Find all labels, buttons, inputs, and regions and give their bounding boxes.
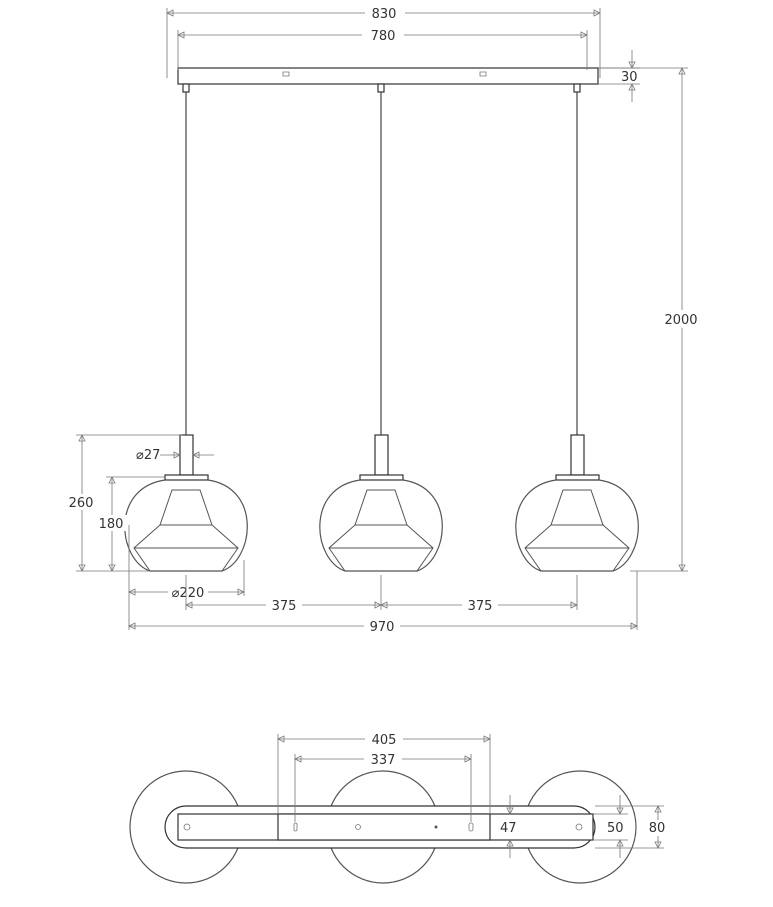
dim-holder-diameter: ⌀27 — [136, 448, 214, 463]
dim-mount-spacing: 780 — [177, 27, 588, 70]
dim-label-337: 337 — [371, 753, 396, 768]
dim-canopy-height: 30 — [598, 50, 640, 102]
dim-label-260: 260 — [69, 496, 94, 511]
dim-label-375-right: 375 — [468, 599, 493, 614]
dim-bracket-width: 47 — [500, 795, 517, 858]
dim-hole-spacing: 337 — [294, 751, 472, 822]
dim-overall-width: 970 — [128, 571, 638, 635]
dim-label-2000: 2000 — [664, 313, 697, 328]
dim-label-780: 780 — [371, 29, 396, 44]
ceiling-canopy — [177, 67, 599, 85]
dim-label-970: 970 — [370, 620, 395, 635]
dim-label-830: 830 — [372, 7, 397, 22]
pendant-center — [319, 83, 443, 572]
dim-globe-height: 180 — [96, 476, 165, 572]
dim-label-180: 180 — [99, 517, 124, 532]
side-view: 830 780 30 2000 — [66, 5, 702, 635]
dim-label-220: ⌀220 — [172, 586, 205, 601]
dim-globe-diameter: ⌀220 — [128, 525, 245, 630]
dim-label-50: 50 — [607, 821, 624, 836]
dim-label-80: 80 — [649, 821, 666, 836]
dim-canopy-length: 830 — [166, 5, 601, 78]
dim-shade-total-height: 260 — [66, 434, 182, 572]
dim-total-drop: 2000 — [598, 67, 702, 572]
dim-label-47: 47 — [500, 821, 517, 836]
pendant-right — [515, 83, 639, 572]
dim-label-405: 405 — [372, 733, 397, 748]
pendant-left — [124, 83, 248, 572]
dim-canopy-width: 80 — [595, 805, 671, 849]
dim-bracket-length: 405 — [277, 731, 491, 814]
dim-pendant-spacing: 375 375 — [185, 575, 578, 614]
dim-label-375-left: 375 — [272, 599, 297, 614]
dim-label-27: ⌀27 — [136, 448, 160, 463]
top-mounting-bracket — [277, 813, 491, 841]
top-view: 405 337 47 50 — [129, 731, 671, 884]
dim-label-30: 30 — [621, 70, 638, 85]
dim-canopy-inner-width: 50 — [593, 795, 628, 858]
